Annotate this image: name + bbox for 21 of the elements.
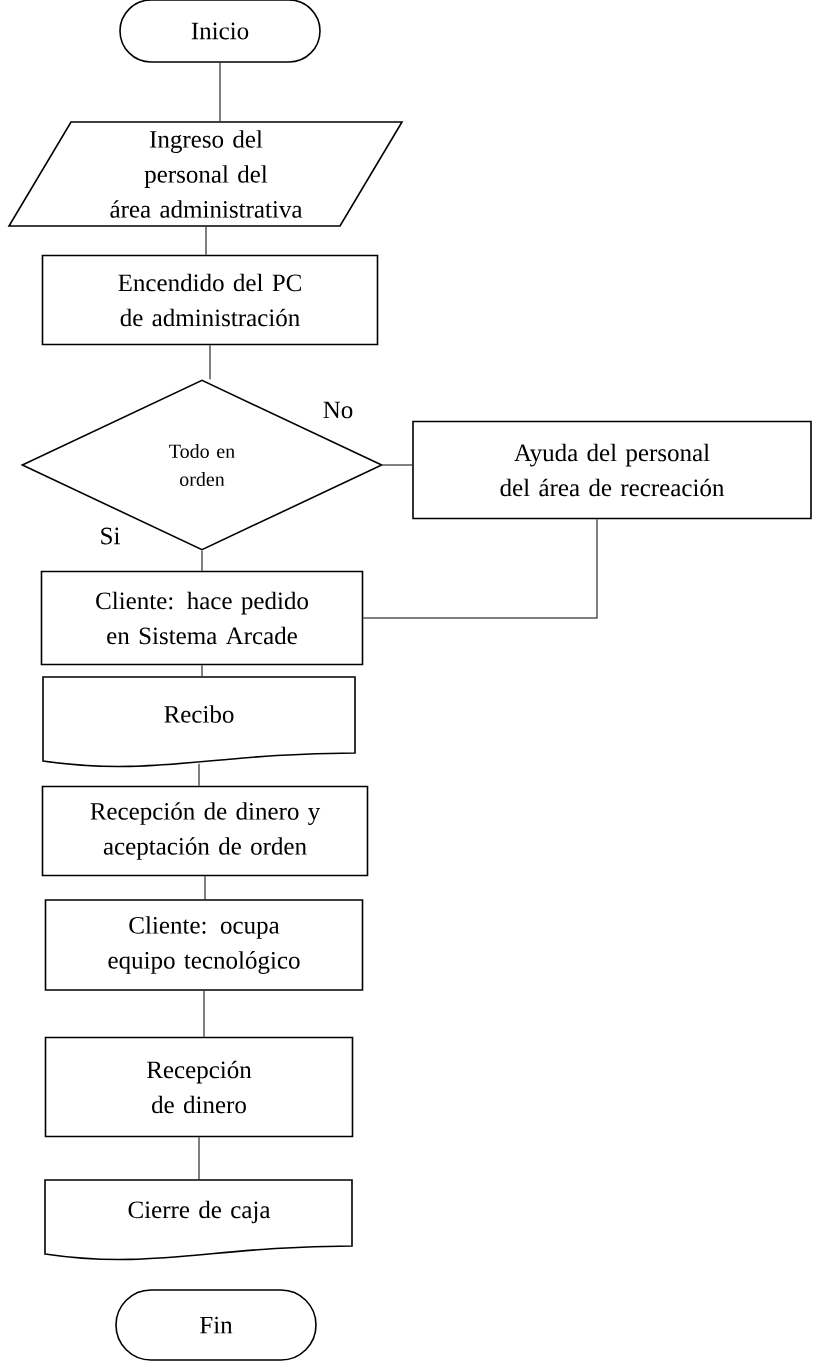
connector-line: [209, 344, 211, 380]
edge-label: Si: [98, 526, 122, 546]
process-box: Recepción de dinero: [44, 1036, 354, 1138]
edge-label: No: [321, 400, 355, 420]
connector-line: [204, 875, 206, 900]
connector-line: [205, 226, 207, 256]
connector-line: [382, 464, 413, 466]
connector-line: [201, 550, 203, 572]
process-box: Cliente: hace pedido en Sistema Arcade: [40, 570, 364, 666]
end-terminal: Fin: [115, 1289, 317, 1361]
connector-line: [362, 518, 598, 619]
process-box: Cliente: ocupa equipo tecnológico: [44, 899, 364, 991]
process-box: Ayuda del personal del área de recreación: [412, 420, 812, 520]
process-box: Encendido del PC de administración: [41, 254, 379, 346]
connector-line: [203, 990, 205, 1038]
connector-line: [198, 763, 200, 787]
connector-line: [219, 62, 221, 122]
connector-line: [198, 1136, 200, 1180]
connector-line: [201, 664, 203, 677]
start-terminal: Inicio: [119, 0, 321, 63]
process-box: Recepción de dinero y aceptación de orden: [41, 785, 369, 877]
